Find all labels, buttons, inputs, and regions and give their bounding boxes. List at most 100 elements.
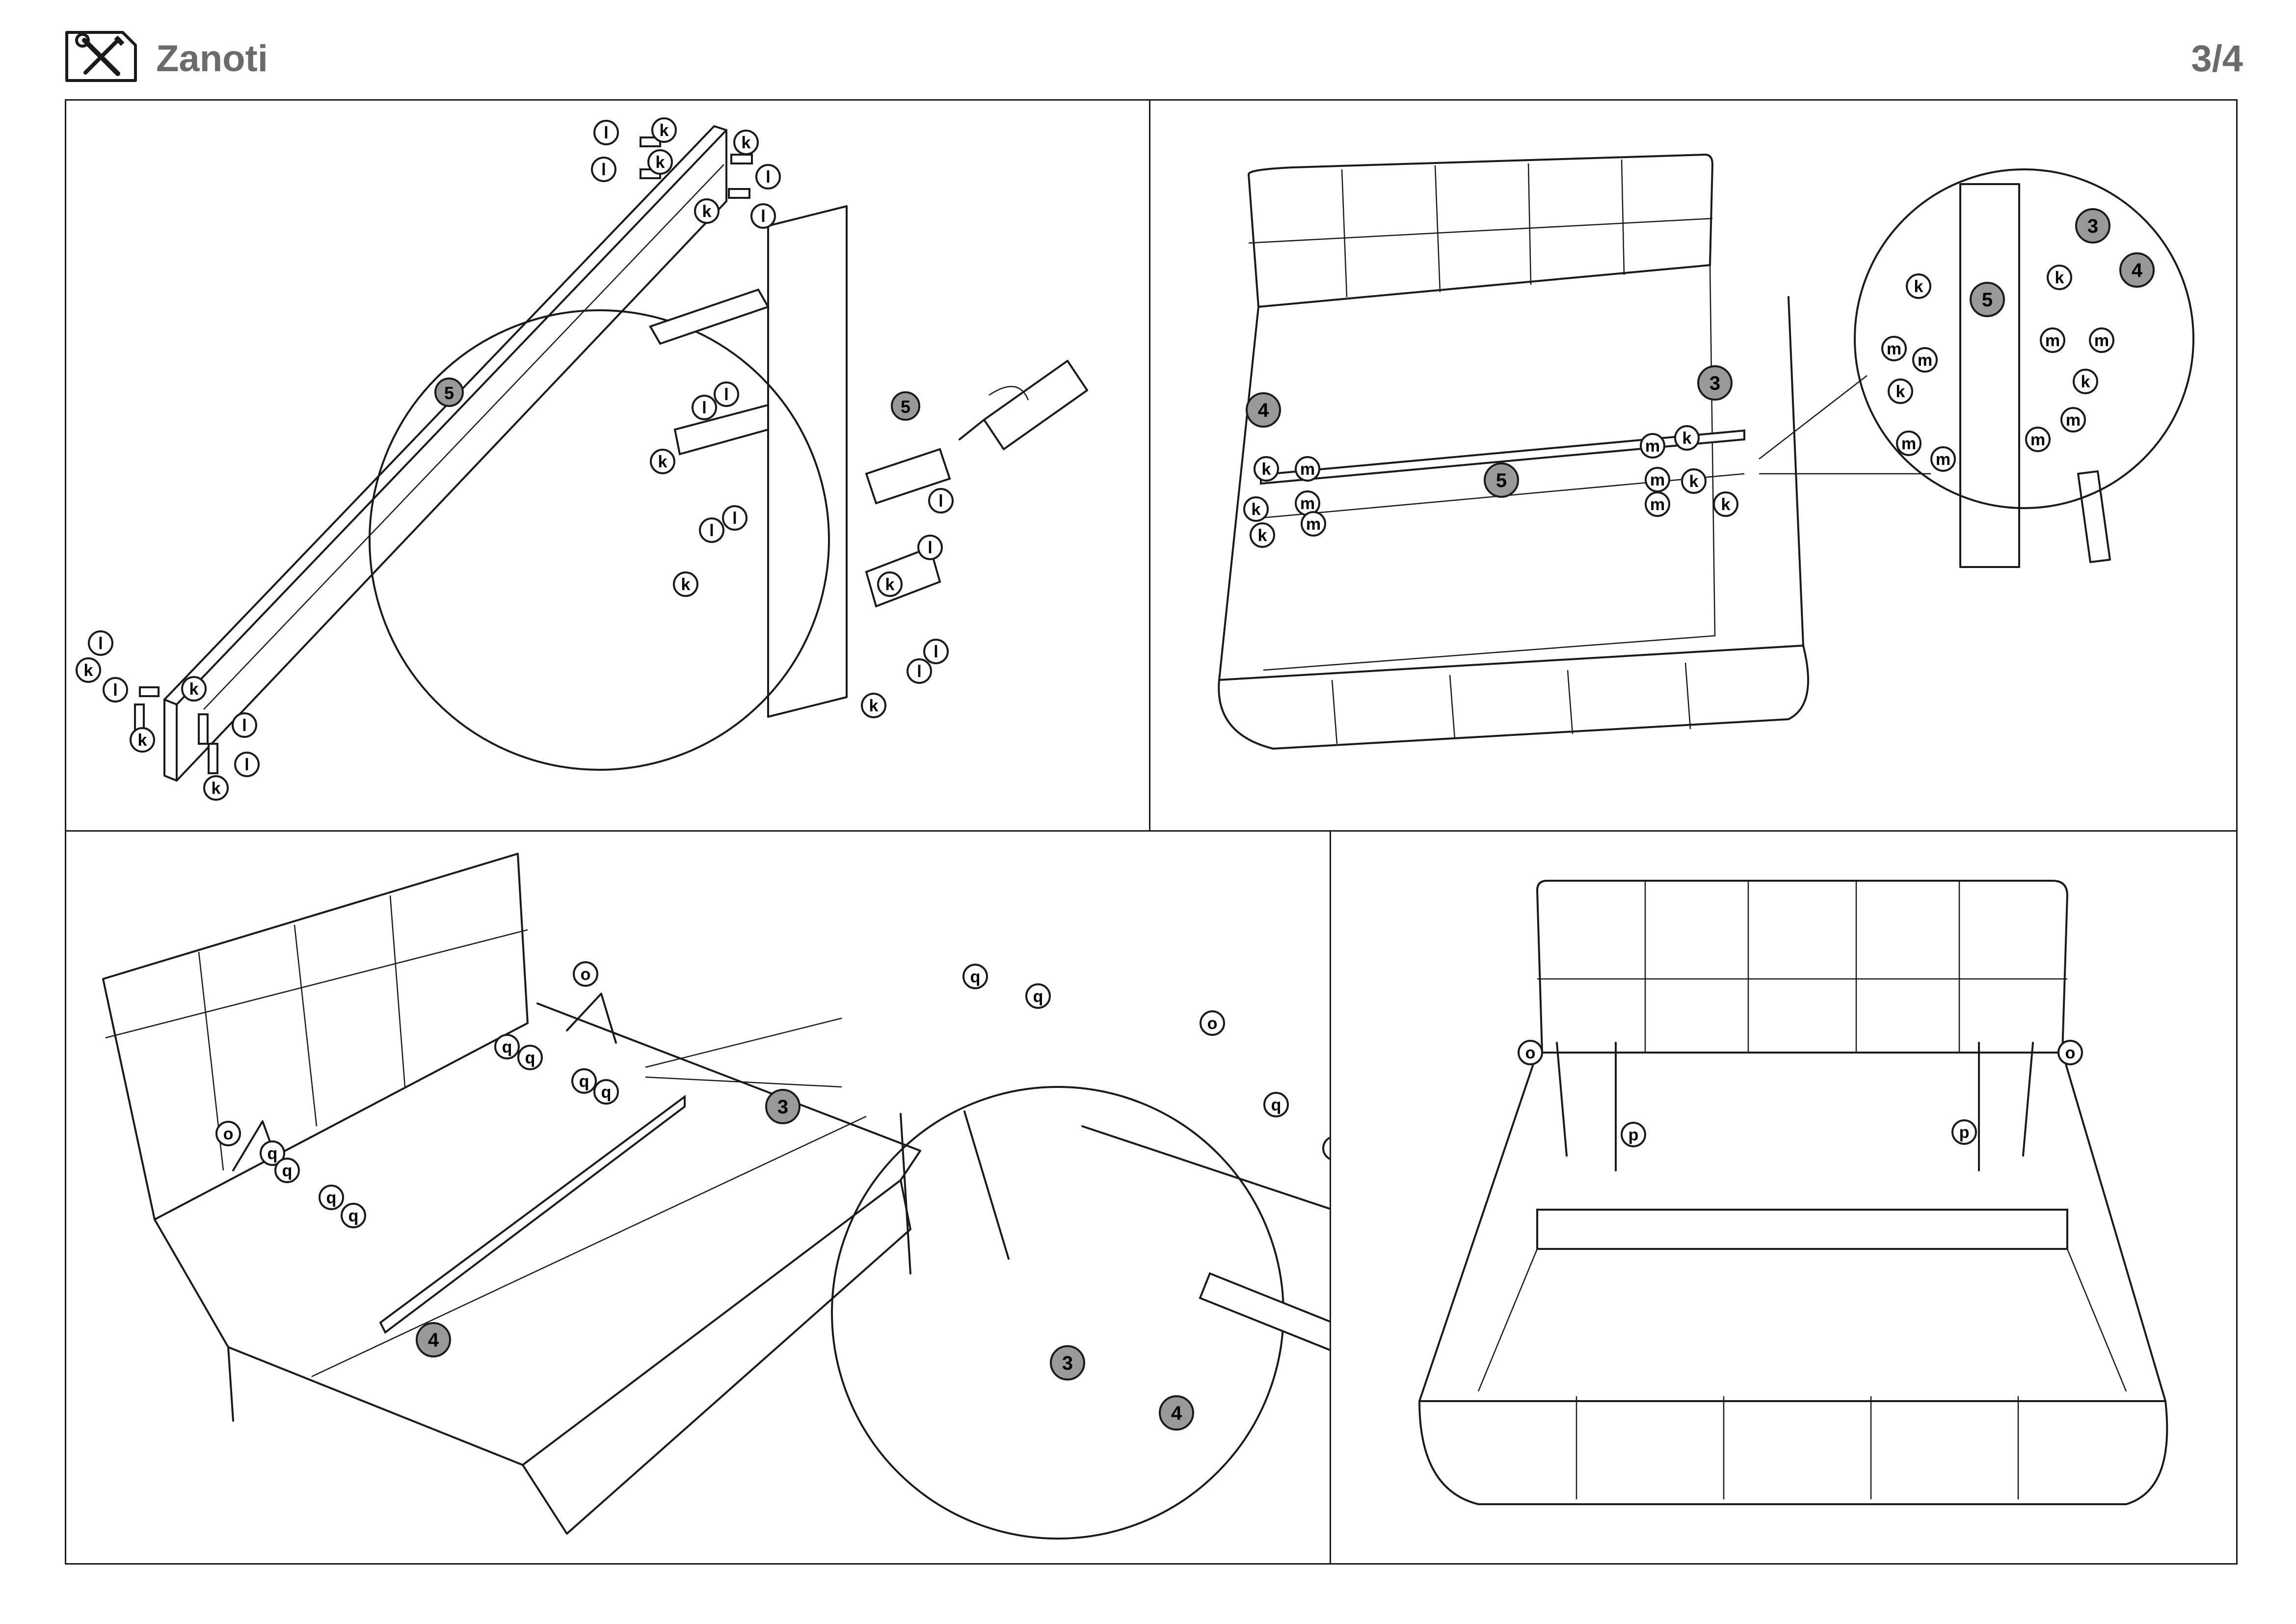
gas-piston-drawing: o o p p <box>1418 880 2168 1505</box>
callout-l: l <box>761 207 765 226</box>
callout-o: o <box>1525 1044 1536 1062</box>
callout-k: k <box>189 680 199 699</box>
callout-q: q <box>525 1049 535 1067</box>
panel-step-gas-pistons: o o p p <box>1330 830 2238 1565</box>
callout-l: l <box>242 716 246 735</box>
callout-l: l <box>604 124 608 142</box>
part-3-label: 3 <box>1709 373 1720 394</box>
callout-m: m <box>1887 340 1901 358</box>
page-number: 3/4 <box>2191 38 2243 80</box>
callout-m: m <box>1300 494 1315 513</box>
callout-o: o <box>223 1125 234 1143</box>
callout-labels: k k m m m m k k m m m m m k m k m k k m … <box>1243 265 2114 548</box>
callout-l: l <box>702 399 706 417</box>
lift-mechanism-drawing: 4 3 3 4 o q q q q o q q q q q q o q <box>102 853 1330 1540</box>
document-title: Zanoti <box>156 38 268 80</box>
callout-q: q <box>267 1144 278 1163</box>
callout-q: q <box>348 1207 359 1225</box>
callout-q: q <box>1033 987 1043 1006</box>
callout-m: m <box>2030 431 2045 449</box>
callout-k: k <box>660 121 669 140</box>
callout-o: o <box>2065 1044 2076 1062</box>
callout-l: l <box>601 161 606 179</box>
callout-k: k <box>1721 495 1731 514</box>
callout-p: p <box>1629 1126 1639 1144</box>
callout-m: m <box>1645 437 1660 456</box>
part-4-label: 4 <box>1258 400 1269 421</box>
callout-labels: k l k l k l k l l k l k k l l k l l k l … <box>76 117 954 801</box>
callout-k: k <box>1252 500 1261 519</box>
part-3-label: 3 <box>1062 1353 1073 1374</box>
callout-k: k <box>1896 382 1905 401</box>
callout-q: q <box>579 1072 589 1091</box>
panel-step-rail-install: 5 4 3 5 3 4 k k m m m m k k m m m m <box>1149 99 2238 832</box>
callout-q: q <box>502 1038 512 1056</box>
callout-q: q <box>326 1189 337 1207</box>
callout-k: k <box>1262 460 1271 479</box>
rail-bottom-brackets <box>134 686 218 774</box>
rail-bracket-drawing: 5 5 k l k l k l k l l k l k k l l k l l … <box>76 117 1088 801</box>
zoom-circle <box>831 1086 1284 1540</box>
callout-m: m <box>1936 450 1950 469</box>
callout-k: k <box>885 575 895 594</box>
callout-q: q <box>1271 1096 1281 1114</box>
callout-k: k <box>1689 472 1699 491</box>
callout-l: l <box>732 509 737 528</box>
callout-k: k <box>742 134 751 152</box>
page-header: Zanoti 3/4 <box>0 0 2296 98</box>
callout-k: k <box>658 453 667 471</box>
callout-k: k <box>2081 373 2090 391</box>
part-3-label: 3 <box>777 1096 788 1118</box>
callout-o: o <box>581 965 591 984</box>
part-5-label: 5 <box>1982 289 1993 311</box>
callout-k: k <box>138 731 147 750</box>
part-5-label: 5 <box>901 397 910 417</box>
part-5-label: 5 <box>1496 470 1507 491</box>
callout-k: k <box>1914 277 1923 296</box>
panel-step-rail-brackets: 5 5 k l k l k l k l l k l k k l l k l l … <box>65 99 1150 832</box>
callout-m: m <box>2045 331 2060 350</box>
callout-m: m <box>1300 460 1315 479</box>
callout-l: l <box>934 643 938 661</box>
zoom-circle <box>1854 168 2194 509</box>
callout-q: q <box>601 1083 612 1102</box>
callout-p: p <box>1959 1123 1970 1142</box>
callout-l: l <box>244 756 249 774</box>
callout-k: k <box>2055 269 2064 287</box>
callout-labels: o q q q q o q q q q q q o q q <box>215 961 1330 1228</box>
callout-q: q <box>282 1162 293 1180</box>
callout-l: l <box>938 492 943 511</box>
part-4-label: 4 <box>1171 1403 1182 1424</box>
callout-m: m <box>2094 331 2109 350</box>
callout-l: l <box>113 681 117 700</box>
part-4-label: 4 <box>428 1329 439 1351</box>
callout-m: m <box>1918 351 1932 370</box>
callout-l: l <box>766 168 770 187</box>
zoom-circle <box>369 309 830 771</box>
callout-o: o <box>1207 1014 1218 1033</box>
part-5-label: 5 <box>444 383 454 403</box>
callout-m: m <box>1306 515 1321 534</box>
callout-l: l <box>724 385 728 404</box>
callout-k: k <box>84 661 93 680</box>
panel-step-lift-mechanism: 4 3 3 4 o q q q q o q q q q q q o q <box>65 830 1331 1565</box>
callout-q: q <box>970 968 981 986</box>
part-3-label: 3 <box>2087 216 2098 237</box>
callout-k: k <box>656 153 665 172</box>
tools-icon <box>65 31 137 82</box>
callout-l: l <box>98 634 103 653</box>
callout-m: m <box>1650 471 1665 489</box>
callout-l: l <box>928 539 932 557</box>
callout-l: l <box>709 521 714 540</box>
callout-l: l <box>917 662 921 681</box>
callout-k: k <box>212 779 221 798</box>
callout-k: k <box>702 202 712 221</box>
callout-labels: o o p p <box>1518 1040 2083 1147</box>
callout-m: m <box>1901 434 1916 453</box>
callout-m: m <box>2066 411 2081 430</box>
part-4-label: 4 <box>2132 260 2143 281</box>
callout-k: k <box>1682 429 1692 448</box>
bed-frame-drawing: 5 4 3 5 3 4 k k m m m m k k m m m m <box>1218 154 2194 750</box>
callout-m: m <box>1650 495 1665 514</box>
callout-k: k <box>1258 526 1267 545</box>
